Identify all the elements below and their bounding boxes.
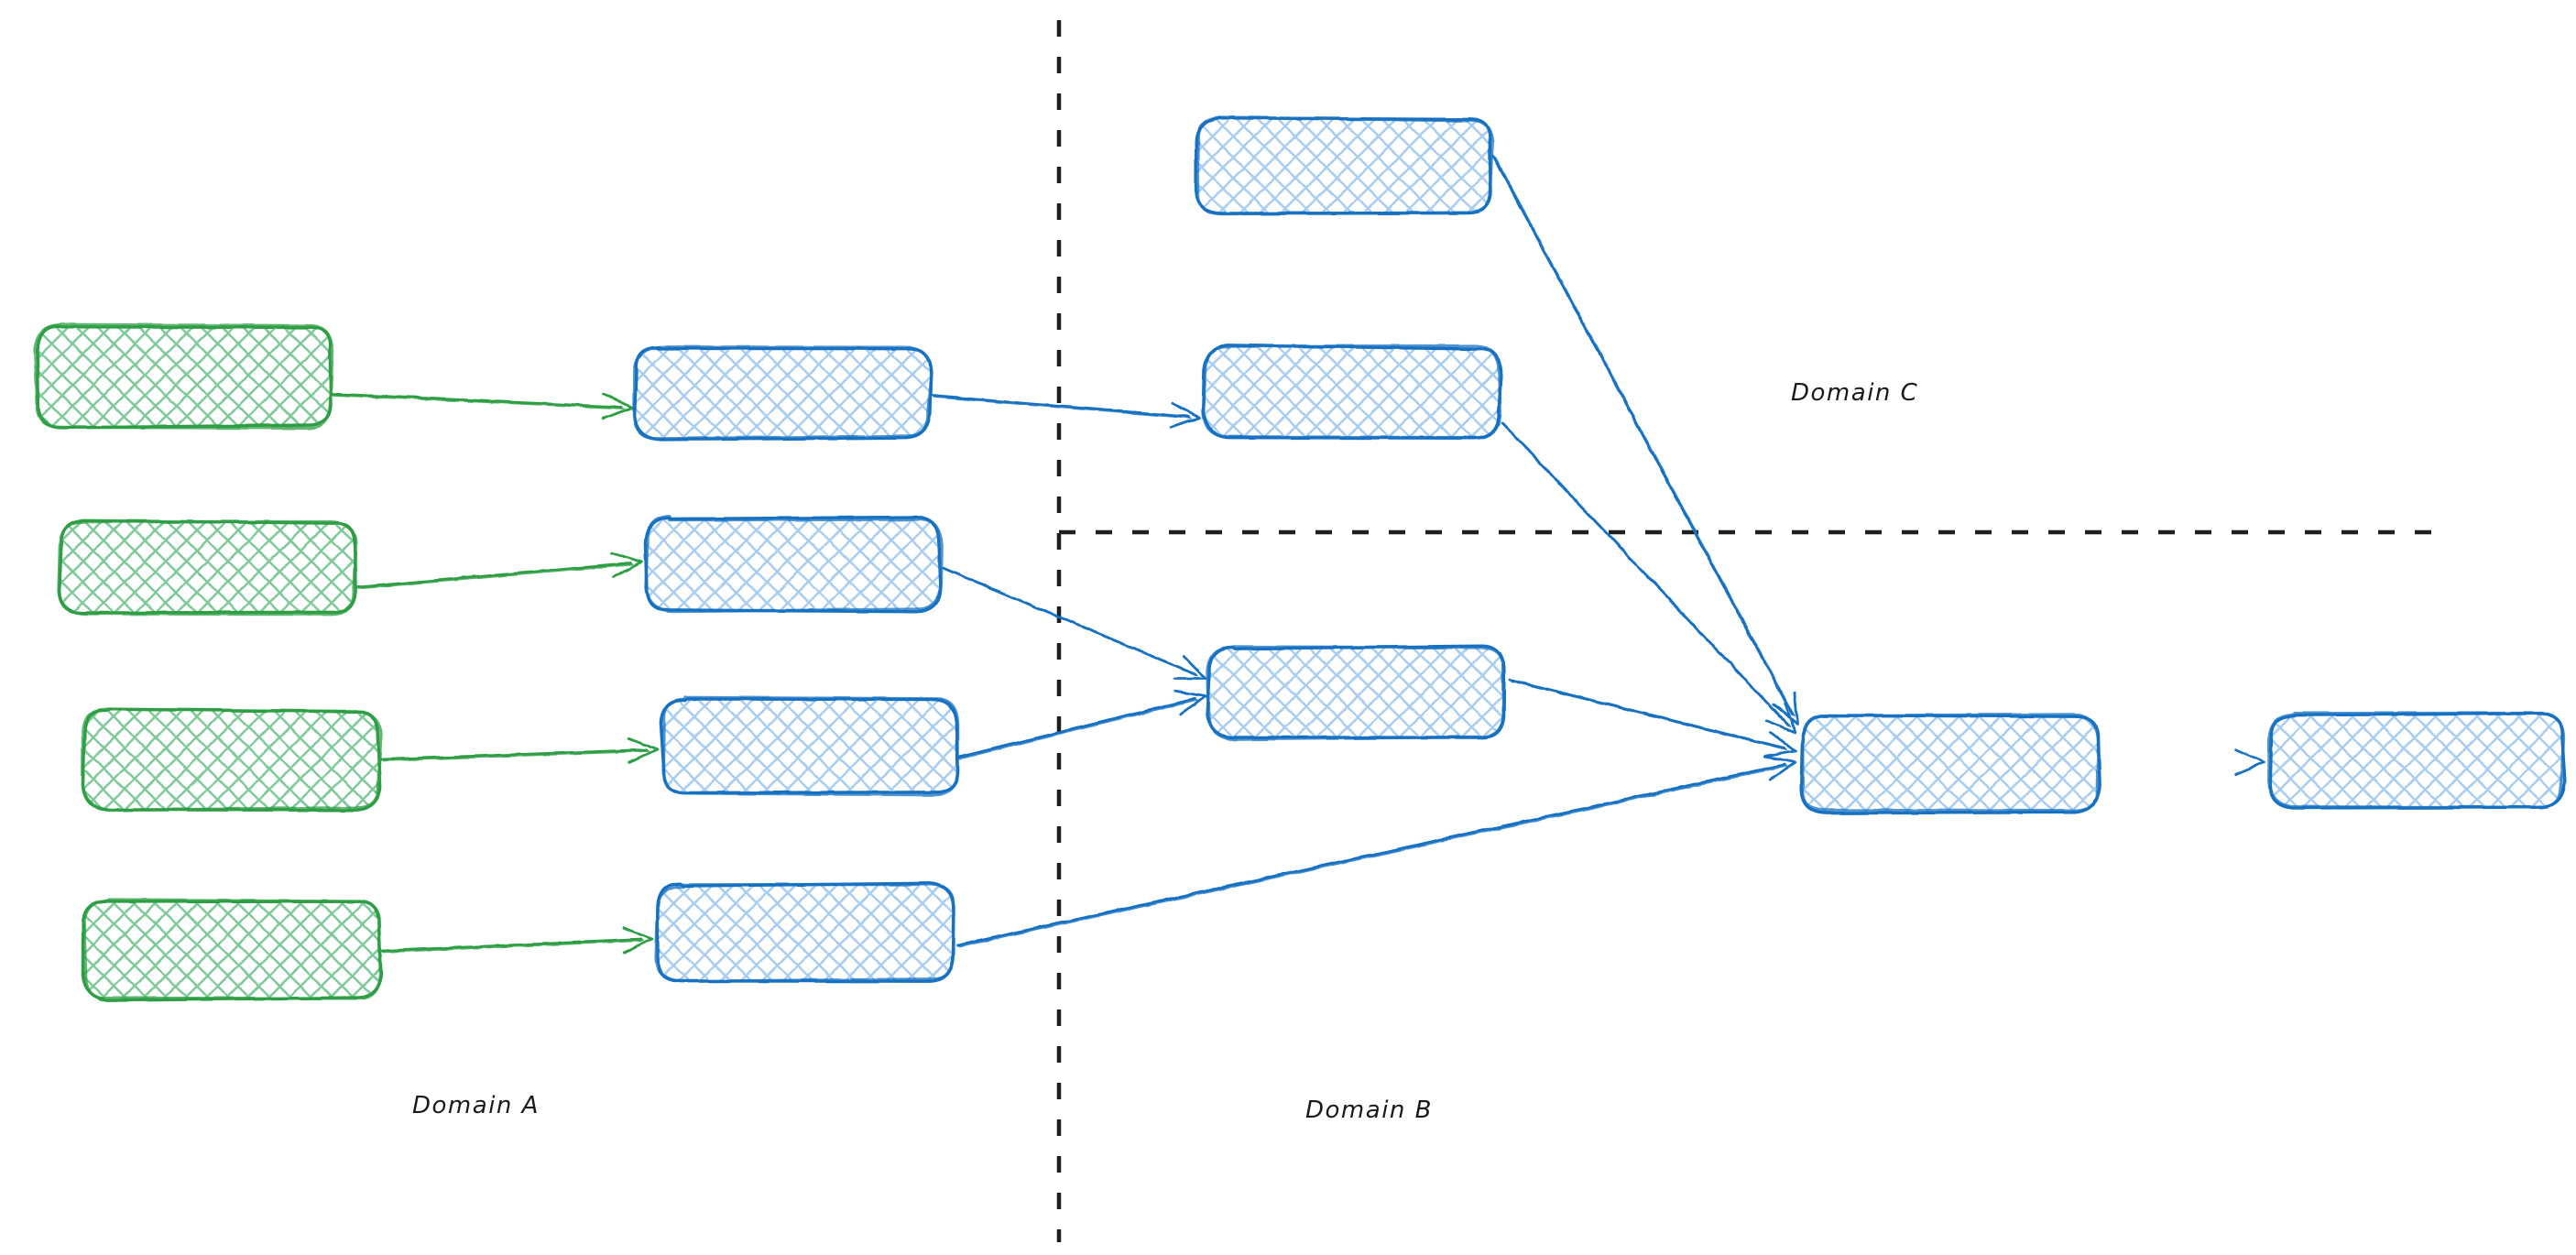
edge-line	[332, 394, 621, 407]
node-fill	[1197, 119, 1492, 213]
edge-e-b4-d1	[957, 757, 1796, 947]
edge-e-d1-d2	[2103, 750, 2265, 774]
edge-line	[959, 766, 1786, 946]
node-fill	[1208, 647, 1504, 737]
edge-line	[333, 395, 623, 408]
node-fill	[84, 900, 380, 999]
node-b2[interactable]	[645, 517, 942, 612]
node-b4[interactable]	[656, 883, 954, 981]
edges-layer	[332, 156, 2265, 953]
domain-label-a: Domain A	[412, 1092, 540, 1119]
node-fill	[646, 518, 941, 610]
edge-line	[359, 564, 632, 588]
edge-line	[381, 940, 641, 951]
edge-e-b3-c3	[957, 692, 1206, 759]
node-fill	[84, 710, 379, 809]
edge-e-c1-d1	[1493, 156, 1797, 724]
edge-e-a4-b4	[381, 928, 652, 952]
node-d1[interactable]	[1801, 715, 2100, 813]
edge-line	[934, 397, 1191, 418]
node-fill	[60, 521, 355, 613]
node-b3[interactable]	[660, 697, 957, 794]
node-fill	[2270, 715, 2563, 806]
edge-e-a2-b2	[357, 553, 641, 589]
edge-line	[1504, 424, 1790, 726]
edge-line	[1493, 156, 1792, 714]
node-d2[interactable]	[2269, 714, 2565, 809]
node-a1[interactable]	[35, 324, 333, 428]
edge-line	[1495, 157, 1794, 715]
node-fill	[1802, 716, 2098, 813]
node-b1[interactable]	[634, 347, 932, 440]
domain-label-b: Domain B	[1305, 1097, 1433, 1124]
node-c2[interactable]	[1203, 345, 1501, 438]
node-a2[interactable]	[59, 520, 355, 614]
edge-line	[957, 765, 1785, 945]
edge-line	[381, 749, 647, 759]
edge-e-b2-c3	[944, 568, 1206, 679]
edge-line	[945, 569, 1197, 675]
edge-line	[957, 699, 1195, 758]
nodes-layer	[35, 117, 2565, 1000]
node-fill	[36, 325, 332, 427]
node-a3[interactable]	[82, 709, 381, 810]
edge-line	[1512, 681, 1786, 749]
node-c1[interactable]	[1196, 117, 1493, 214]
node-c3[interactable]	[1207, 646, 1504, 739]
edge-line	[383, 751, 649, 761]
edge-e-b1-c2	[933, 396, 1200, 428]
node-a4[interactable]	[82, 900, 381, 1000]
edge-line	[357, 563, 630, 587]
edge-e-a1-b1	[332, 394, 632, 419]
edge-line	[383, 941, 643, 952]
domain-label-c: Domain C	[1791, 379, 1918, 407]
edge-e-a3-b3	[381, 738, 658, 762]
edge-line	[959, 700, 1196, 758]
edge-e-c3-d1	[1510, 680, 1796, 756]
node-fill	[658, 885, 953, 980]
node-fill	[1205, 346, 1501, 437]
node-fill	[635, 348, 931, 439]
edge-e-c2-d1	[1502, 423, 1796, 733]
node-fill	[661, 699, 957, 794]
